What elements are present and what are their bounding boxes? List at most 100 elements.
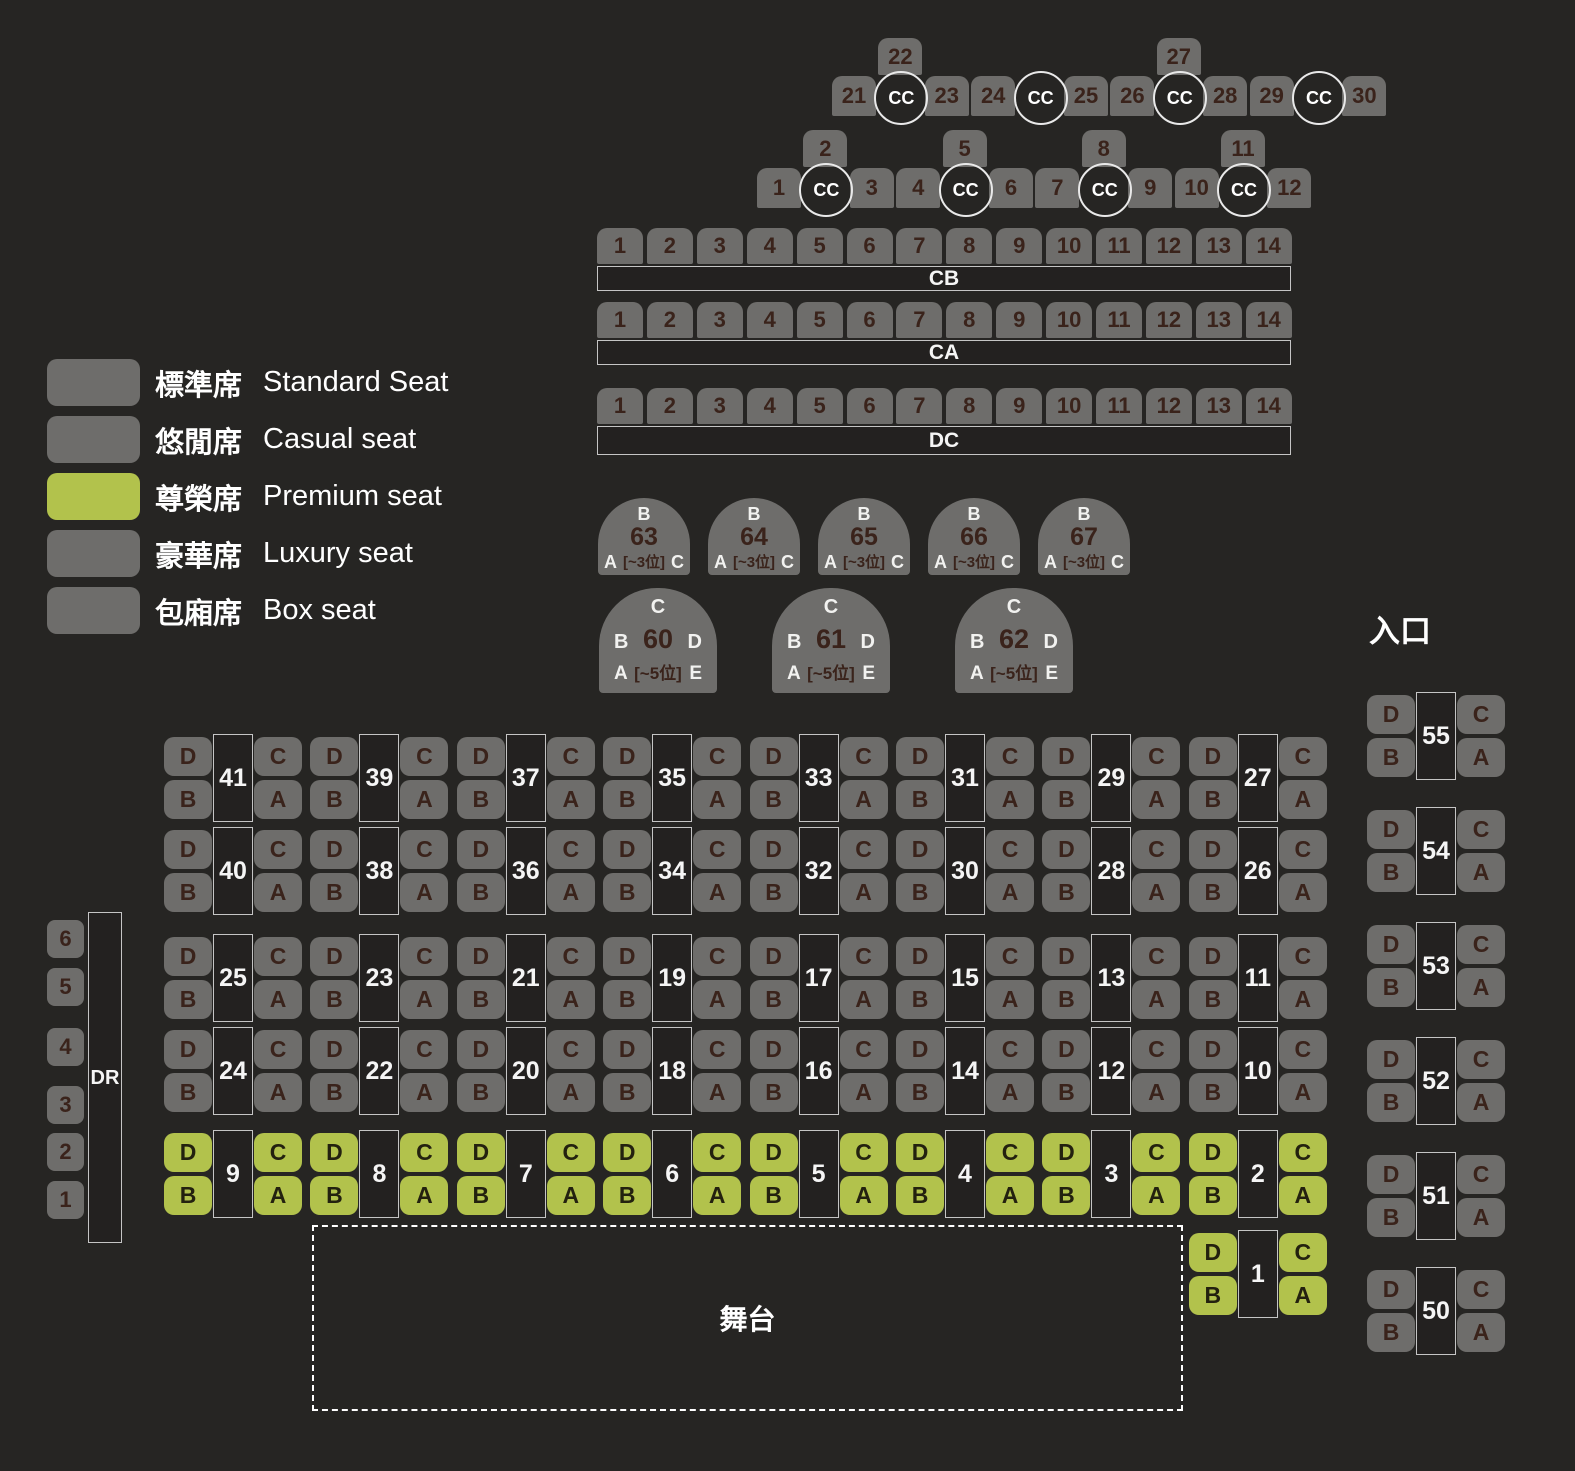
seat-17-C[interactable]: C — [839, 937, 888, 976]
seat-6[interactable]: 6 — [989, 168, 1033, 208]
seat-53-D[interactable]: D — [1367, 925, 1415, 964]
seat-31-B[interactable]: B — [896, 780, 944, 819]
seat-20-A[interactable]: A — [546, 1073, 595, 1112]
seat-15-C[interactable]: C — [986, 937, 1034, 976]
seat-6-C[interactable]: C — [693, 1133, 742, 1172]
seat-3[interactable]: 3 — [849, 168, 894, 208]
seat-18-C[interactable]: C — [693, 1030, 742, 1069]
seat-2-B[interactable]: B — [1188, 1176, 1237, 1215]
seat-40-C[interactable]: C — [254, 830, 302, 869]
seat-31-D[interactable]: D — [896, 737, 944, 776]
seat-52-A[interactable]: A — [1457, 1083, 1505, 1122]
seat-34-C[interactable]: C — [693, 830, 742, 869]
seat-33-C[interactable]: C — [839, 737, 888, 776]
seat-CA-9[interactable]: 9 — [996, 302, 1043, 338]
seat-4-C[interactable]: C — [986, 1133, 1034, 1172]
seat-3-B[interactable]: B — [1042, 1176, 1091, 1215]
seat-16-A[interactable]: A — [839, 1073, 888, 1112]
seat-54-D[interactable]: D — [1367, 810, 1415, 849]
seat-34-A[interactable]: A — [693, 873, 742, 912]
seat-5-A[interactable]: A — [839, 1176, 888, 1215]
seat-15-D[interactable]: D — [896, 937, 944, 976]
seat-30-A[interactable]: A — [986, 873, 1034, 912]
seat-37-A[interactable]: A — [546, 780, 595, 819]
seat-41-A[interactable]: A — [254, 780, 302, 819]
seat-7-C[interactable]: C — [546, 1133, 595, 1172]
seat-27[interactable]: 27 — [1156, 38, 1201, 75]
seat-37-B[interactable]: B — [456, 780, 505, 819]
seat-CA-4[interactable]: 4 — [746, 302, 793, 338]
seat-19-D[interactable]: D — [603, 937, 652, 976]
seat-3-A[interactable]: A — [1132, 1176, 1181, 1215]
seat-33-A[interactable]: A — [839, 780, 888, 819]
seat-15-B[interactable]: B — [896, 980, 944, 1019]
seat-54-B[interactable]: B — [1367, 853, 1415, 892]
seat-21[interactable]: 21 — [832, 76, 876, 116]
seat-34-D[interactable]: D — [603, 830, 652, 869]
seat-35-C[interactable]: C — [693, 737, 742, 776]
seat-23-C[interactable]: C — [400, 937, 449, 976]
seat-19-C[interactable]: C — [693, 937, 742, 976]
seat-21-C[interactable]: C — [546, 937, 595, 976]
seat-10-B[interactable]: B — [1188, 1073, 1237, 1112]
seat-CA-7[interactable]: 7 — [896, 302, 943, 338]
seat-CA-6[interactable]: 6 — [846, 302, 893, 338]
seat-DC-7[interactable]: 7 — [896, 388, 943, 424]
seat-CA-8[interactable]: 8 — [946, 302, 993, 338]
seat-10-C[interactable]: C — [1278, 1030, 1327, 1069]
seat-1-A[interactable]: A — [1278, 1276, 1327, 1315]
seat-38-A[interactable]: A — [400, 873, 449, 912]
seat-CB-1[interactable]: 1 — [597, 228, 643, 264]
seat-3-D[interactable]: D — [1042, 1133, 1091, 1172]
seat-CB-14[interactable]: 14 — [1245, 228, 1292, 264]
seat-51-D[interactable]: D — [1367, 1155, 1415, 1194]
seat-35-D[interactable]: D — [603, 737, 652, 776]
seat-12[interactable]: 12 — [1267, 168, 1312, 208]
seat-36-B[interactable]: B — [456, 873, 505, 912]
seat-23-A[interactable]: A — [400, 980, 449, 1019]
seat-27-D[interactable]: D — [1188, 737, 1237, 776]
seat-11-B[interactable]: B — [1188, 980, 1237, 1019]
seat-16-B[interactable]: B — [749, 1073, 798, 1112]
seat-7-A[interactable]: A — [546, 1176, 595, 1215]
seat-18-B[interactable]: B — [603, 1073, 652, 1112]
seat-DC-4[interactable]: 4 — [746, 388, 793, 424]
seat-21-A[interactable]: A — [546, 980, 595, 1019]
seat-7[interactable]: 7 — [1035, 168, 1080, 208]
seat-55-C[interactable]: C — [1457, 695, 1505, 734]
seat-11-D[interactable]: D — [1188, 937, 1237, 976]
seat-8-C[interactable]: C — [400, 1133, 449, 1172]
seat-6-A[interactable]: A — [693, 1176, 742, 1215]
seat-25-A[interactable]: A — [254, 980, 302, 1019]
seat-39-A[interactable]: A — [400, 780, 449, 819]
seat-31-C[interactable]: C — [986, 737, 1034, 776]
seat-21-D[interactable]: D — [456, 937, 505, 976]
seat-28[interactable]: 28 — [1203, 76, 1248, 116]
seat-CB-8[interactable]: 8 — [946, 228, 993, 264]
seat-22-B[interactable]: B — [310, 1073, 359, 1112]
seat-24-D[interactable]: D — [164, 1030, 212, 1069]
seat-38-D[interactable]: D — [310, 830, 359, 869]
seat-9-B[interactable]: B — [164, 1176, 212, 1215]
seat-9-D[interactable]: D — [164, 1133, 212, 1172]
seat-50-A[interactable]: A — [1457, 1313, 1505, 1352]
seat-5-C[interactable]: C — [839, 1133, 888, 1172]
seat-DC-2[interactable]: 2 — [646, 388, 693, 424]
seat-50-D[interactable]: D — [1367, 1270, 1415, 1309]
seat-CB-12[interactable]: 12 — [1145, 228, 1192, 264]
seat-16-C[interactable]: C — [839, 1030, 888, 1069]
seat-52-C[interactable]: C — [1457, 1040, 1505, 1079]
seat-27-B[interactable]: B — [1188, 780, 1237, 819]
seat-39-C[interactable]: C — [400, 737, 449, 776]
seat-33-B[interactable]: B — [749, 780, 798, 819]
seat-26-A[interactable]: A — [1278, 873, 1327, 912]
seat-40-D[interactable]: D — [164, 830, 212, 869]
seat-11[interactable]: 11 — [1221, 130, 1265, 167]
seat-CA-1[interactable]: 1 — [597, 302, 643, 338]
seat-CB-9[interactable]: 9 — [996, 228, 1043, 264]
seat-19-B[interactable]: B — [603, 980, 652, 1019]
